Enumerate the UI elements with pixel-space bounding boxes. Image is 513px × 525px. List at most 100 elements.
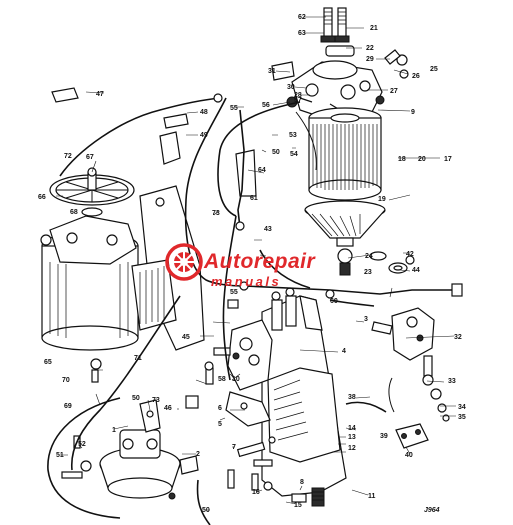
callout: 72 (64, 153, 72, 160)
callout: 30 (287, 84, 295, 91)
callout: 15 (294, 502, 302, 509)
callout: 73 (212, 210, 220, 217)
callout: 64 (258, 167, 266, 174)
callout: 62 (298, 14, 306, 21)
callout: 32 (454, 334, 462, 341)
callout: 73 (152, 397, 160, 404)
callout: 11 (368, 493, 376, 500)
callout: 2 (196, 451, 200, 458)
injector-clamp (395, 423, 429, 449)
callout: 69 (64, 403, 72, 410)
pump-linkage (225, 391, 325, 507)
watermark-logo: Autorepair manuals (165, 243, 317, 289)
callout: 65 (44, 359, 52, 366)
callout: 9 (411, 109, 415, 116)
callout: 50 (202, 507, 210, 514)
callout: 44 (412, 267, 420, 274)
callout: 27 (390, 88, 398, 95)
injector-assembly (371, 307, 450, 422)
callout: 25 (430, 66, 438, 73)
callout: 35 (458, 414, 466, 421)
callout: 39 (380, 433, 388, 440)
callout: 31 (268, 68, 276, 75)
banjo-bolts (320, 7, 355, 57)
fuel-pipes (47, 97, 456, 525)
callout: 8 (300, 479, 304, 486)
callout-labels: 62 21 63 22 29 25 26 31 30 28 57 27 56 4… (38, 14, 466, 514)
callout: 5 (218, 421, 222, 428)
callout: 24 (365, 253, 373, 260)
callout: 29 (366, 56, 374, 63)
callout: 18 (398, 156, 406, 163)
drawing-code: J964 (424, 507, 440, 514)
pump-bolts (185, 361, 259, 491)
filter-element (308, 107, 382, 201)
leader-lines (56, 16, 456, 511)
callout: 58 (218, 376, 226, 383)
callout: 13 (348, 434, 356, 441)
callout: 14 (348, 425, 356, 432)
bleed-screws (384, 49, 409, 79)
callout: 68 (70, 209, 78, 216)
callout: 61 (250, 195, 258, 202)
callout: 55 (230, 105, 238, 112)
callout: 51 (56, 452, 64, 459)
callout: 43 (264, 226, 272, 233)
callout: 60 (330, 298, 338, 305)
callout: 3 (364, 316, 368, 323)
callout: 70 (62, 377, 70, 384)
callout: 67 (86, 154, 94, 161)
filter-head (286, 60, 385, 121)
lift-pump (61, 429, 199, 500)
callout: 46 (164, 405, 172, 412)
callout: 42 (406, 251, 414, 258)
pipe-unions (213, 93, 463, 309)
handwheel (49, 167, 135, 217)
callout: 12 (348, 445, 356, 452)
hose-connectors (40, 234, 102, 383)
callout: 40 (405, 452, 413, 459)
callout: 52 (78, 441, 86, 448)
callout: 54 (290, 151, 298, 158)
callout: 71 (134, 355, 142, 362)
callout: 23 (364, 269, 372, 276)
callout: 49 (200, 132, 208, 139)
watermark-line2: manuals (211, 274, 281, 289)
callout: 45 (182, 334, 190, 341)
callout: 22 (366, 45, 374, 52)
callout: 48 (200, 109, 208, 116)
callout: 55 (230, 289, 238, 296)
lift-pump-lever (139, 399, 161, 433)
callout: 6 (218, 405, 222, 412)
agglomerator-unit (41, 215, 139, 351)
callout: 57 (294, 97, 302, 104)
callout: 10 (232, 376, 240, 383)
callout: 63 (298, 30, 306, 37)
callout: 17 (444, 156, 452, 163)
callout: 7 (232, 444, 236, 451)
callout: 50 (132, 395, 140, 402)
callout: 4 (342, 348, 346, 355)
callout: 28 (294, 92, 302, 99)
watermark-line1: Autorepair (203, 250, 317, 273)
callout: 66 (38, 194, 46, 201)
callout: 50 (272, 149, 280, 156)
filter-bowl (304, 200, 386, 276)
callout: 20 (418, 156, 426, 163)
callout: 33 (448, 378, 456, 385)
mounting-plate (131, 185, 205, 351)
callout: 21 (370, 25, 378, 32)
callout: 1 (112, 427, 116, 434)
callout: 34 (458, 404, 466, 411)
callout: 53 (289, 132, 297, 139)
callout: 56 (262, 102, 270, 109)
callout: 19 (378, 196, 386, 203)
callout: 38 (348, 394, 356, 401)
sediment-parts (369, 251, 415, 274)
injection-pump-body (261, 287, 347, 497)
brackets (51, 61, 295, 197)
callout: 26 (412, 73, 420, 80)
callout: 16 (252, 489, 260, 496)
